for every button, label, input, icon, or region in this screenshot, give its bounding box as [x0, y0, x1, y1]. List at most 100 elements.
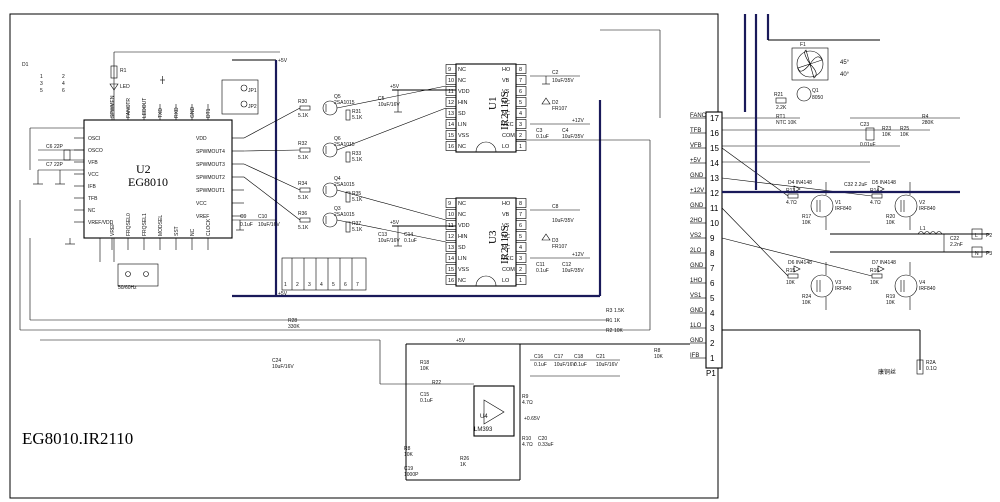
- resistor-ref: R19: [886, 294, 895, 300]
- p1-pin-name: GND: [690, 263, 704, 269]
- p1-pin-name: 1HO: [690, 278, 703, 284]
- fan-temp-lo: 40°: [840, 72, 850, 78]
- svg-text:R3: R3: [606, 308, 613, 314]
- svg-text:R28: R28: [288, 318, 297, 324]
- ir-right-pin-name: VCC: [502, 122, 514, 128]
- u3-ref: U3: [487, 230, 499, 244]
- u2-right-pin-label: SPWMOUT1: [196, 188, 225, 194]
- c16-value: 0.1uF: [534, 362, 547, 368]
- svg-text:C15: C15: [420, 392, 429, 398]
- ir-left-pin-name: LIN: [458, 122, 467, 128]
- ir-right-pin-num: 7: [519, 78, 522, 84]
- p1-pin-number: 6: [710, 279, 715, 288]
- c11-value: 0.1uF: [536, 268, 549, 274]
- u1-part: IR2110S: [499, 91, 511, 130]
- p1-pin-number: 10: [710, 219, 719, 228]
- u2-right-pin-label: SPWMOUT4: [196, 149, 225, 155]
- resistor-value: 4.7Ω: [786, 200, 797, 206]
- c6-label: C6: [46, 144, 53, 150]
- svg-text:C19: C19: [404, 466, 413, 472]
- svg-text:IR2110S: IR2110S: [499, 225, 511, 264]
- p1-pin-number: 14: [710, 159, 719, 168]
- ir-right-pin-name: VS: [502, 223, 510, 229]
- svg-text:JP2: JP2: [248, 104, 257, 110]
- transistor-part: 2SA1015: [334, 182, 355, 188]
- transistor-part: 2SA1015: [334, 142, 355, 148]
- ir-pin-box: [445, 220, 457, 230]
- ir-pin-box: [445, 130, 457, 140]
- c17-value: 10uF/16V: [554, 362, 576, 368]
- out-p2: P2: [986, 233, 992, 239]
- mosfet-part: IRF840: [835, 286, 852, 292]
- p1-pin-number: 4: [710, 309, 715, 318]
- p1-pin-name: VFB: [690, 143, 702, 149]
- signal-wire: [336, 189, 447, 221]
- gate-drive-wire: [721, 207, 789, 277]
- u2-right-pin-label: VREF: [196, 214, 209, 220]
- c22-value: 2.2nF: [950, 242, 963, 248]
- svg-text:R22: R22: [432, 380, 441, 386]
- p1-pin-number: 17: [710, 114, 719, 123]
- ir-right-pin-num: 8: [519, 67, 522, 73]
- output-filter: L1 C22 2.2nF L P2 N P3: [917, 226, 992, 258]
- ir-right-pin-name: VS: [502, 89, 510, 95]
- ir-right-pin-num: 1: [519, 144, 522, 150]
- ir-pin-box: [445, 275, 457, 285]
- resistor-value: 10K: [870, 280, 880, 286]
- resistor-value: 5.1K: [352, 197, 363, 203]
- r3-value: 1.5K: [614, 308, 625, 314]
- r10-value: 4.7Ω: [522, 442, 533, 448]
- base-resistor: [299, 217, 311, 223]
- resistor-value: 5.1K: [298, 113, 309, 119]
- ir-left-pin-name: HIN: [458, 100, 468, 106]
- svg-text:3: 3: [40, 81, 43, 87]
- resistor-value: 5.1K: [352, 227, 363, 233]
- svg-text:C14: C14: [404, 232, 413, 238]
- u2-left-pin-label: VREF/VDD: [88, 220, 114, 226]
- mosfet-symbol: [810, 274, 834, 298]
- u2-bottom-pin-label: SST: [174, 226, 180, 236]
- u4-lm393-chip: U4 LM393: [473, 385, 515, 437]
- ir-pin-box: [445, 209, 457, 219]
- mosfet-symbol: [894, 274, 918, 298]
- svg-text:R21: R21: [774, 92, 783, 98]
- rt1-value: NTC 10K: [776, 120, 797, 126]
- ir-left-pin-name: SD: [458, 245, 466, 251]
- ir-left-pin-name: NC: [458, 201, 466, 207]
- frequency-select-block: 50/60Hz: [65, 238, 159, 291]
- ir-pin-box: [515, 130, 527, 140]
- svg-text:6: 6: [62, 88, 65, 94]
- ir-pin-box: [515, 119, 527, 129]
- p1-pin-name: IFB: [690, 353, 699, 359]
- p1-pin-name: 2HO: [690, 218, 703, 224]
- svg-text:4: 4: [62, 81, 65, 87]
- temp-sense: C23 0.01uF R23 10K R25 10K R4 280K: [850, 114, 960, 148]
- ir-right-pin-num: 3: [519, 256, 522, 262]
- r4-value: 280K: [922, 120, 934, 126]
- svg-text:C2: C2: [552, 70, 559, 76]
- ir-left-pin-num: 13: [448, 245, 454, 251]
- ir-pin-box: [445, 119, 457, 129]
- u2-decoupling: C9 0.1uF C10 10uF/16V: [232, 214, 280, 231]
- svg-text:1: 1: [40, 74, 43, 80]
- u2-top-pin-label: TXD: [158, 108, 164, 118]
- ir-right-pin-name: VCC: [502, 256, 514, 262]
- p1-pin-number: 15: [710, 144, 719, 153]
- ir-pin-box: [515, 264, 527, 274]
- drive-wire: [243, 163, 301, 191]
- svg-text:C11: C11: [536, 262, 545, 268]
- gate-diode-label: D6 IN4148: [788, 260, 812, 266]
- current-shunt: R2A 0.1Ω 康铜丝: [878, 359, 937, 376]
- ir-left-pin-name: NC: [458, 144, 466, 150]
- u4-part: LM393: [474, 427, 493, 433]
- c14-value: 0.1uF: [404, 238, 417, 244]
- u2-left-pin-label: TFB: [88, 196, 98, 202]
- c7-value: 22P: [54, 162, 64, 168]
- c23-value: 0.01uF: [860, 142, 876, 148]
- u2-right-pin-label: SPWMOUT3: [196, 162, 225, 168]
- c9-value: 0.1uF: [240, 222, 253, 228]
- base-resistor: [299, 187, 311, 193]
- u1-vdd-cap: +5V C5 10uF/16V: [378, 84, 456, 113]
